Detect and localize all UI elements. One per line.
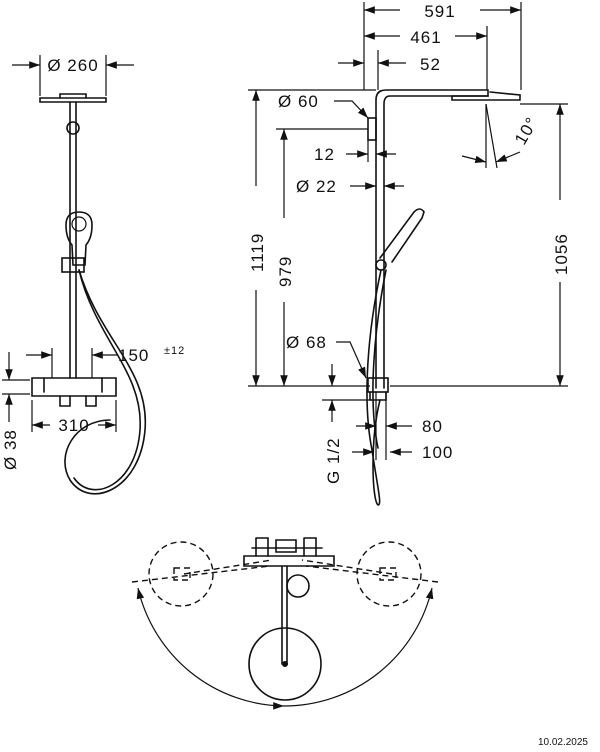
front-hand-shower — [65, 211, 93, 266]
side-riser-pipe — [375, 89, 489, 389]
dim-100-label: 100 — [422, 443, 453, 462]
dim-591-label: 591 — [424, 2, 455, 21]
side-thermostat — [367, 377, 389, 393]
top-view — [131, 537, 439, 710]
dim-38-label: Ø 38 — [1, 429, 20, 470]
dim-150-label: 150 — [118, 346, 149, 365]
dim-1056-label: 1056 — [552, 233, 571, 275]
dim-310-label: 310 — [58, 416, 89, 435]
dim-979-label: 979 — [276, 256, 295, 287]
dim-12-label: 12 — [314, 145, 335, 164]
angle-10-label: 10° — [511, 114, 542, 148]
dia-68-label: Ø 68 — [286, 333, 327, 352]
side-view: 591 461 52 10° Ø 60 12 Ø 22 — [248, 2, 571, 506]
dim-52-label: 52 — [420, 55, 441, 74]
dim-260-label: Ø 260 — [47, 56, 98, 75]
dim-461-label: 461 — [410, 28, 441, 47]
swing-arc — [136, 587, 285, 710]
swing-head-left — [148, 541, 214, 607]
side-shower-head — [451, 91, 521, 101]
dim-150-tolerance: ±12 — [164, 345, 185, 357]
top-thermostat — [243, 555, 335, 567]
dia-22-label: Ø 22 — [296, 177, 337, 196]
front-hose — [64, 269, 147, 495]
dia-60-label: Ø 60 — [278, 92, 319, 111]
thread-label: G 1/2 — [324, 437, 343, 484]
side-hand-shower — [379, 208, 425, 263]
dim-1119-label: 1119 — [248, 233, 267, 272]
swing-head-right — [356, 541, 422, 607]
front-view: Ø 260 150 ±12 Ø 38 310 — [1, 55, 185, 495]
side-hose — [366, 269, 382, 506]
top-shower-head — [248, 627, 322, 701]
drawing-date: 10.02.2025 — [537, 737, 588, 748]
front-thermostat — [31, 377, 117, 397]
front-shower-head — [39, 97, 107, 103]
dim-80-label: 80 — [422, 417, 443, 436]
